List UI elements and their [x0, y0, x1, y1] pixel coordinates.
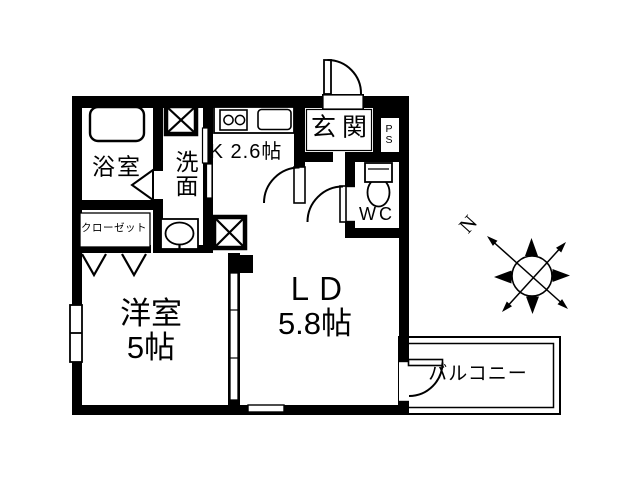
entrance-door-swing-icon [323, 59, 363, 95]
wall-wc-bottom [345, 228, 409, 238]
wall-left [72, 96, 82, 415]
wall-closet-bottom [78, 245, 151, 253]
kitchen-door-swing-icon [263, 166, 306, 204]
label-washroom: 洗面 [175, 148, 199, 199]
entrance-door-opening [321, 94, 364, 111]
wc-door-opening [345, 186, 355, 222]
window-icon [69, 304, 83, 363]
balcony-door-swing-icon [407, 358, 444, 397]
label-entrance: 玄関 [310, 113, 374, 142]
label-western-room-size: 5帖 [126, 330, 176, 365]
label-wc: WC [359, 204, 395, 225]
bath-folding-door-icon [130, 168, 154, 202]
closet-folding-door-icon [81, 253, 147, 278]
kitchen-counter [213, 106, 295, 134]
washbasin-icon [160, 218, 199, 251]
bathtub-icon [88, 105, 146, 143]
wall-right [399, 96, 409, 415]
label-living-dining-size: 5.8帖 [277, 306, 353, 341]
wall-pillar [240, 255, 253, 273]
label-western-room-name: 洋室 [120, 295, 182, 331]
label-balcony: バルコニー [428, 363, 528, 385]
wc-door-swing-icon [306, 185, 347, 223]
wall-wc-top [345, 152, 409, 162]
washroom-sliding-door-icon [201, 127, 213, 199]
refrigerator-icon [211, 214, 248, 251]
closet-outline [79, 212, 151, 248]
fixtures [88, 103, 393, 251]
compass-rose-icon: N [454, 210, 570, 314]
entrance-floor-outline [305, 108, 373, 152]
toilet-icon [364, 162, 393, 208]
wall-bottom [72, 405, 409, 415]
label-pipe-space: PS [385, 122, 393, 146]
bath-door-opening [153, 171, 163, 199]
kitchen-sink-icon [257, 108, 292, 131]
washing-machine-icon [163, 103, 199, 137]
label-living-dining: ＬＤ 5.8帖 [277, 271, 353, 341]
window-icon [247, 404, 285, 413]
label-western-room: 洋室 5帖 [120, 295, 182, 365]
balcony-outline [398, 336, 561, 415]
wall-kitchen-right [294, 96, 305, 203]
partition-sliding-door-icon [229, 272, 239, 401]
label-bathroom: 浴室 [92, 153, 142, 180]
openings [69, 94, 409, 413]
wall-ps-left [373, 96, 381, 154]
wall-bath-bottom [72, 200, 163, 210]
wall-entrance-bottom [294, 152, 333, 162]
compass-north-label: N [454, 210, 482, 237]
label-living-dining-name: ＬＤ [283, 271, 346, 307]
balcony-door-opening [399, 361, 409, 402]
label-closet: クローゼット [81, 222, 147, 235]
stove-icon [219, 109, 248, 131]
label-kitchen: K 2.6帖 [209, 141, 283, 163]
wall-ps-top [381, 96, 399, 118]
doors [81, 59, 444, 397]
